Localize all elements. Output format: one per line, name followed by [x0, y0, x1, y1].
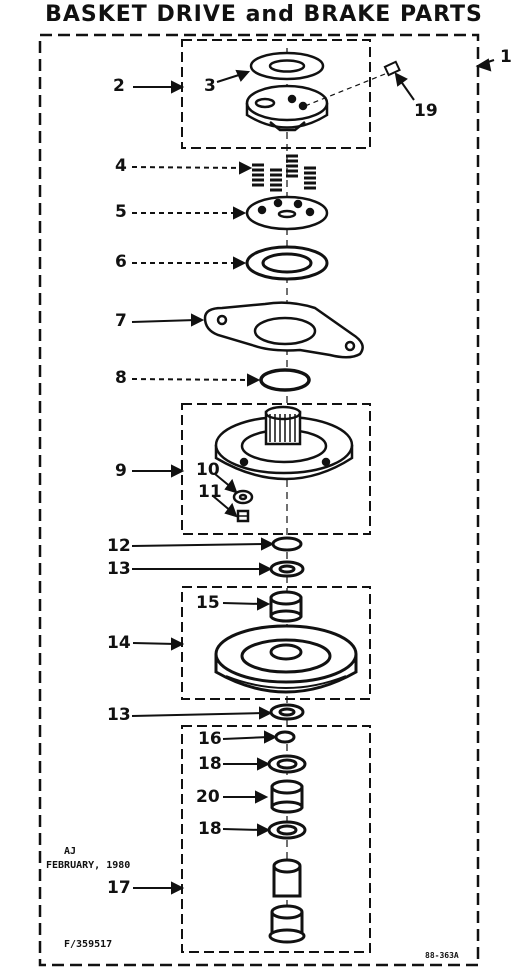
callout-3: 3 [204, 76, 216, 96]
note-figure-number: F/359517 [64, 939, 113, 950]
callout-2: 2 [113, 76, 125, 96]
callout-20: 20 [196, 787, 220, 807]
note-aj: AJ [64, 846, 77, 857]
diagram-title: BASKET DRIVE and BRAKE PARTS [45, 2, 483, 27]
callout-8: 8 [115, 368, 127, 388]
part-17-shaft [268, 858, 306, 944]
part-8-ring [259, 368, 311, 392]
part-14-pulley [214, 624, 358, 694]
callout-13-lower: 13 [107, 705, 131, 725]
group-box-2 [181, 39, 371, 149]
part-10-nut [232, 489, 254, 505]
part-19-pin [299, 60, 401, 109]
group-box-17 [181, 725, 371, 953]
callout-11: 11 [198, 482, 222, 502]
part-5-plate [245, 195, 329, 231]
part-13-washer-upper [269, 560, 305, 578]
callout-15: 15 [196, 593, 220, 613]
part-3-washer [249, 51, 325, 81]
part-18-bearing-upper [267, 754, 307, 774]
part-20-bushing [270, 779, 304, 814]
assembly-frame [38, 33, 480, 967]
callout-19: 19 [414, 101, 438, 121]
part-2-hub [245, 84, 329, 132]
callout-7: 7 [115, 311, 127, 331]
callout-12: 12 [107, 536, 131, 556]
part-4-springs [252, 154, 316, 192]
callout-18-lower: 18 [198, 819, 222, 839]
callout-5: 5 [115, 202, 127, 222]
group-box-9 [181, 403, 371, 535]
part-9-drive-hub [214, 405, 354, 481]
part-15-bushing [269, 590, 303, 623]
callout-13-upper: 13 [107, 559, 131, 579]
callout-17: 17 [107, 878, 131, 898]
callout-16: 16 [198, 729, 222, 749]
part-16-ring [274, 730, 296, 744]
note-drawing-code: 88-363A [425, 951, 459, 960]
part-11-screw [236, 509, 250, 523]
part-12-clip [271, 536, 303, 552]
callout-6: 6 [115, 252, 127, 272]
part-6-ring [245, 245, 329, 281]
part-18-bearing-lower [267, 820, 307, 840]
callout-18-upper: 18 [198, 754, 222, 774]
leader-lines [131, 58, 495, 895]
callout-4: 4 [115, 156, 127, 176]
part-13-washer-lower [269, 703, 305, 721]
callout-1: 1 [500, 47, 512, 67]
callout-9: 9 [115, 461, 127, 481]
note-date: FEBRUARY, 1980 [46, 860, 131, 871]
callout-14: 14 [107, 633, 131, 653]
part-7-brake-plate [203, 301, 364, 359]
callout-10: 10 [196, 460, 220, 480]
